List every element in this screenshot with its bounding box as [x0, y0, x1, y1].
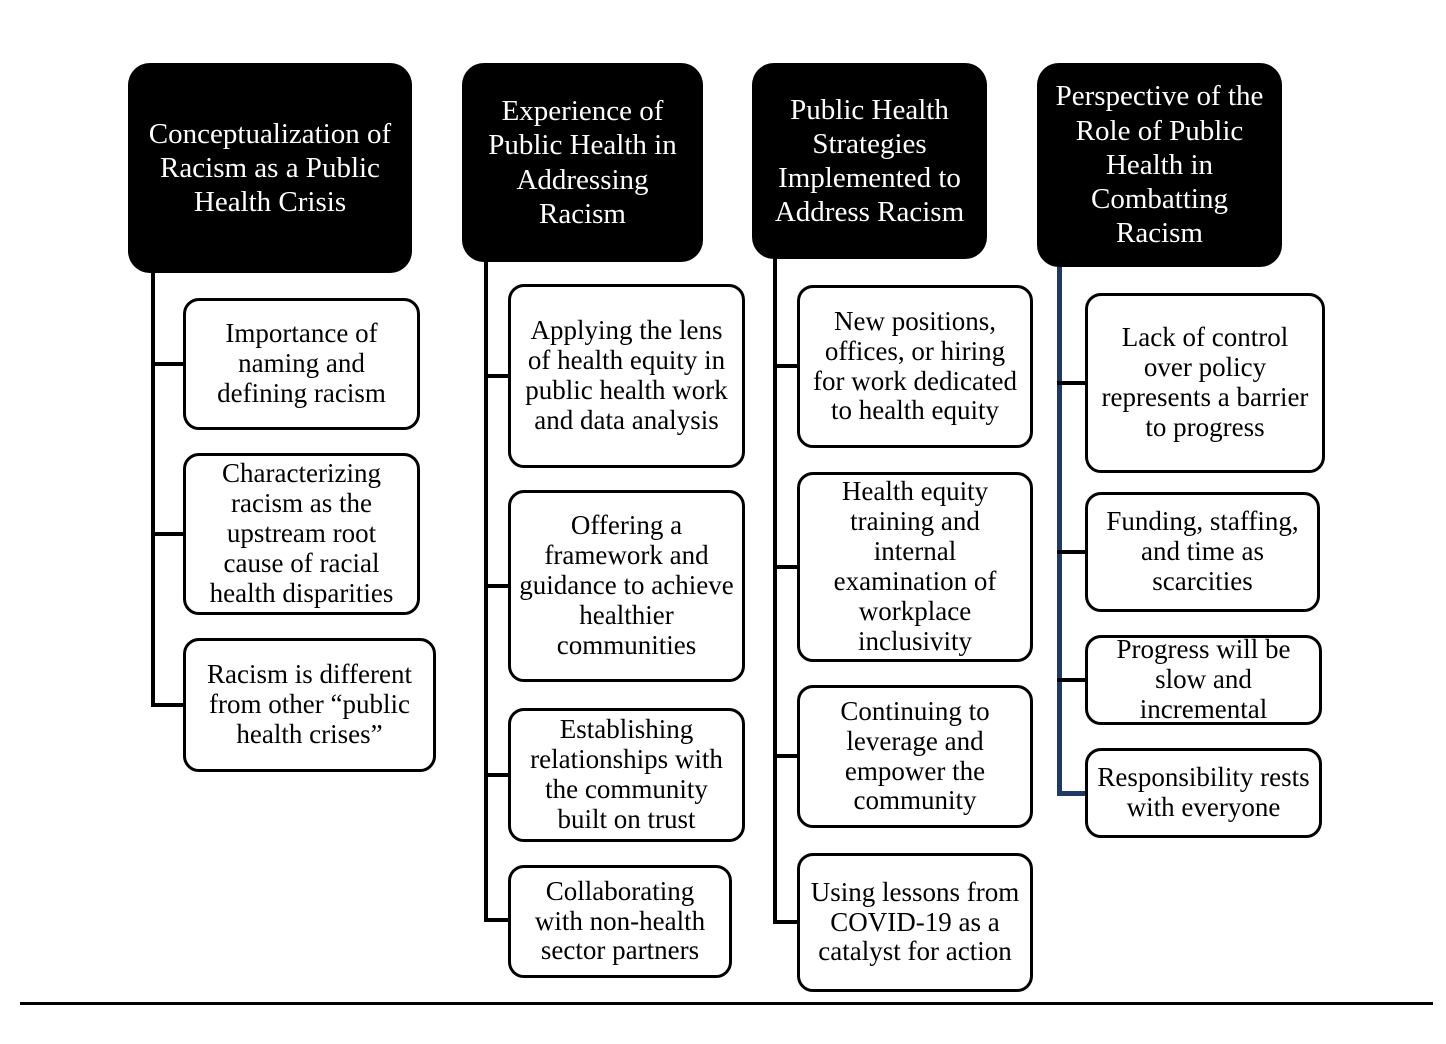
column-4-child-box: Lack of control over policy represents a…	[1085, 293, 1325, 473]
column-3-child-box: Continuing to leverage and empower the c…	[797, 685, 1033, 828]
column-1-child-box: Importance of naming and defining racism	[183, 298, 420, 430]
column-4-connector-line-accent	[1057, 267, 1062, 796]
column-2-child-box: Applying the lens of health equity in pu…	[508, 284, 745, 468]
column-4-child-box: Responsibility rests with everyone	[1085, 748, 1322, 838]
column-2-connector-stub	[484, 773, 508, 777]
column-2-connector-stub	[484, 584, 508, 588]
column-1-connector-stub	[151, 362, 183, 366]
column-1-header: Conceptualization of Racism as a Public …	[128, 63, 412, 273]
column-3-child-box: Using lessons from COVID-19 as a catalys…	[797, 853, 1033, 992]
column-1-child-box: Racism is different from other “public h…	[183, 638, 436, 772]
column-3-child-box: New positions, offices, or hiring for wo…	[797, 285, 1033, 448]
column-4-child-box: Progress will be slow and incremental	[1085, 634, 1322, 725]
column-2-child-box: Establishing relationships with the comm…	[508, 708, 745, 842]
column-2-connector-stub	[484, 918, 508, 922]
column-3-connector-stub	[773, 364, 797, 368]
column-2-header: Experience of Public Health in Addressin…	[462, 63, 703, 262]
column-4-child-box: Funding, staffing, and time as scarcitie…	[1085, 492, 1320, 612]
column-1-connector-line	[151, 272, 155, 707]
column-2-child-box: Offering a framework and guidance to ach…	[508, 490, 745, 682]
column-3-connector-stub	[773, 920, 797, 924]
column-3-child-box: Health equity training and internal exam…	[797, 472, 1033, 662]
column-2-connector-line	[484, 261, 488, 922]
column-1-connector-stub	[151, 532, 183, 536]
column-1-connector-stub	[151, 703, 183, 707]
column-2-connector-stub	[484, 374, 508, 378]
column-3-connector-stub	[773, 754, 797, 758]
column-1-child-box: Characterizing racism as the upstream ro…	[183, 453, 420, 615]
column-3-connector-stub	[773, 565, 797, 569]
column-4-connector-stub-accent	[1057, 791, 1085, 796]
column-4-connector-stub	[1057, 678, 1085, 682]
column-4-connector-stub	[1057, 381, 1085, 385]
column-3-connector-line	[773, 258, 777, 924]
column-4-header: Perspective of the Role of Public Health…	[1037, 63, 1282, 267]
page-bottom-rule	[20, 1002, 1433, 1005]
column-4-connector-stub	[1057, 550, 1085, 554]
column-3-header: Public Health Strategies Implemented to …	[752, 63, 987, 259]
column-2-child-box: Collaborating with non-health sector par…	[508, 865, 732, 978]
